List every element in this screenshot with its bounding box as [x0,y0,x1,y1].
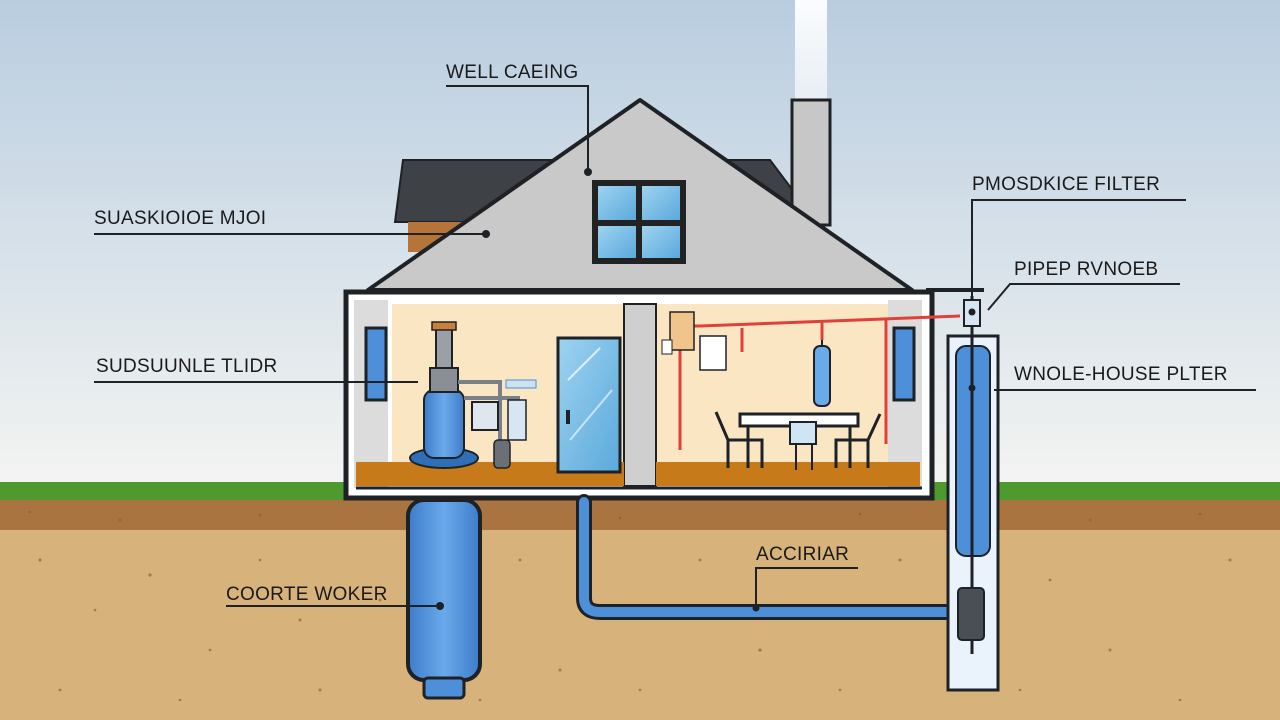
label-well-casing: WELL CAEING [446,62,579,83]
equipment-panel [505,379,537,389]
well-supply-pipe [576,494,966,620]
pendant-lamp [813,340,831,407]
glass-door [556,336,622,474]
well-casing [926,288,1000,692]
leader-lines [94,85,1256,607]
chimney [790,98,832,227]
center-divider-wall [623,303,657,487]
label-pipe-right: PIPEP RVNOEB [1014,259,1159,280]
label-top-left: SUASKIOIOE MJOI [94,208,267,229]
dining-set [714,411,882,470]
left-side-window [364,326,388,402]
label-whole-house: WNOLE-HOUSE PLTER [1014,364,1228,385]
chimney-smoke [795,0,827,104]
underground-tank [406,498,482,700]
attic-window [592,180,686,264]
label-top-right: PMOSDKICE FILTER [972,174,1161,195]
leader-dots [482,168,976,316]
right-side-window [892,326,916,402]
label-bottom-mid: ACCIRIAR [756,544,850,565]
equipment-piping [458,380,520,440]
electrical-panel [661,311,727,371]
label-bottom-left: COORTE WOKER [226,584,388,605]
soil-layer [0,530,1280,720]
label-mid-left: SUDSUUNLE TLIDR [96,356,278,377]
soil-speckles [28,510,1232,702]
floor-right [656,462,920,486]
soil-top-layer [0,500,1280,532]
pressure-tank [409,321,479,469]
filter-unit [471,399,527,469]
